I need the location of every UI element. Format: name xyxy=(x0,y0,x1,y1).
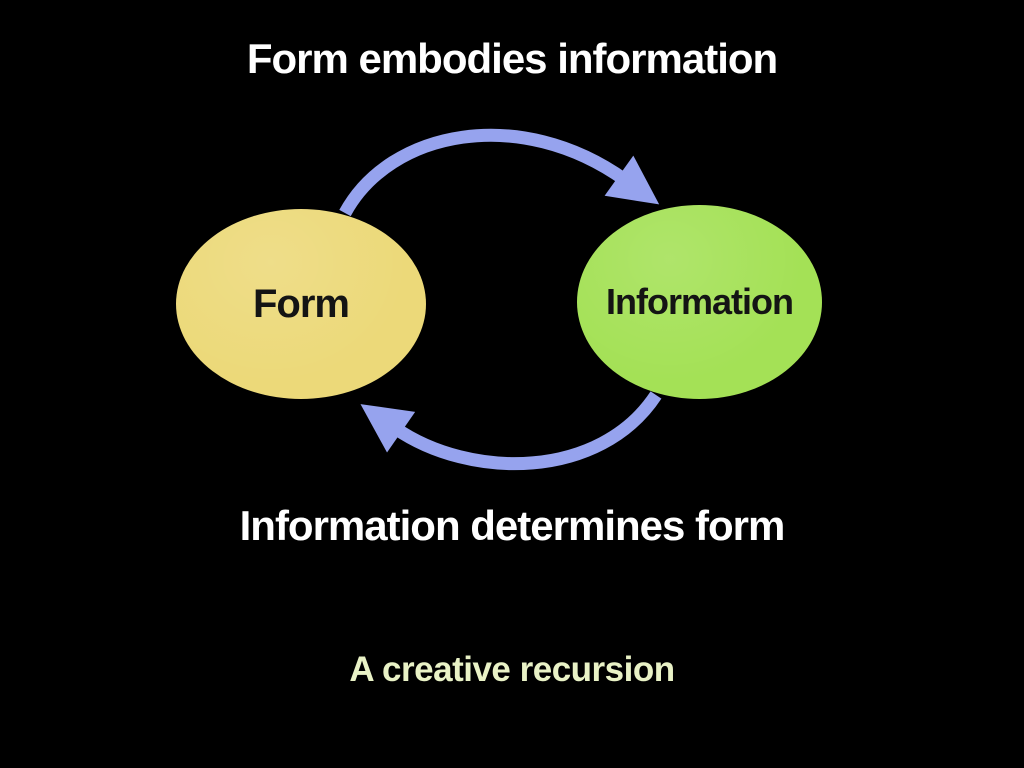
slide-title: Form embodies information xyxy=(246,35,778,82)
information-node: Information xyxy=(577,205,822,399)
slide-caption: A creative recursion xyxy=(349,650,675,689)
form-to-information-arrow xyxy=(339,128,660,217)
information-node-label: Information xyxy=(606,281,794,322)
slide-subtitle: Information determines form xyxy=(239,502,786,549)
information-to-form-arrow xyxy=(360,391,662,471)
form-node-label: Form xyxy=(253,281,350,326)
form-node: Form xyxy=(176,209,426,399)
